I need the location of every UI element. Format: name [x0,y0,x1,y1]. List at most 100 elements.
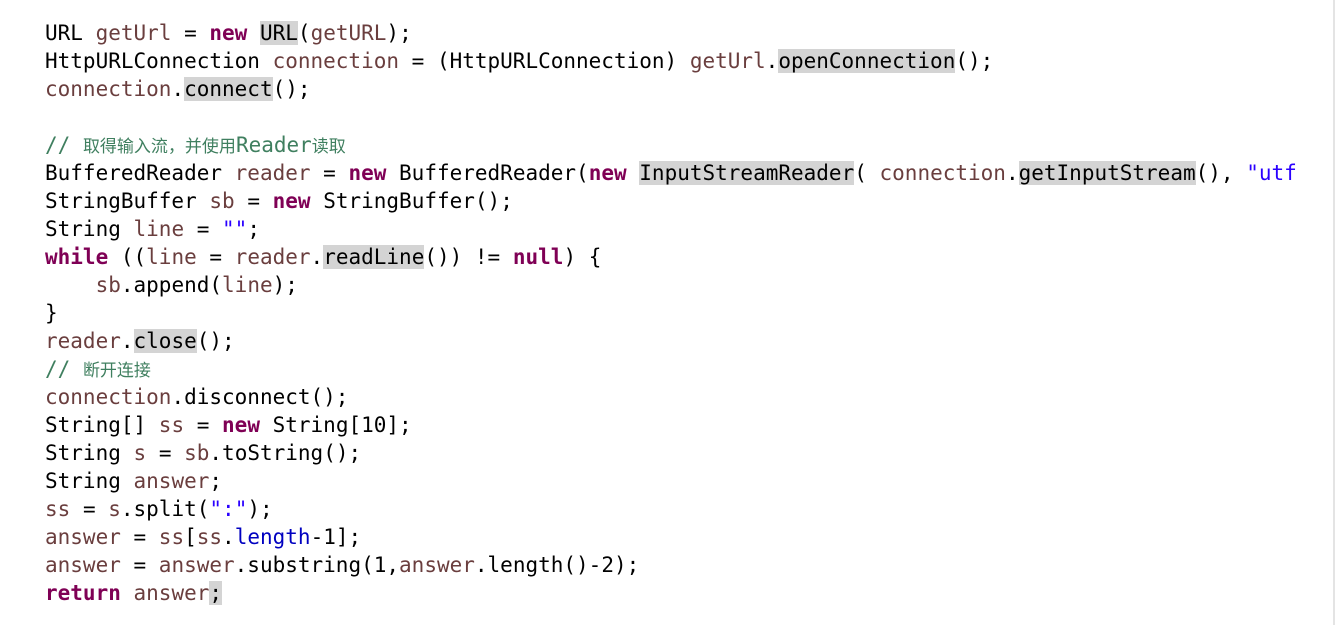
code-token: String[10]; [259,413,412,437]
code-token: ; [209,581,223,605]
code-token: BufferedReader( [386,161,589,185]
code-token: (( [108,245,147,269]
variable-token: connection [45,385,172,409]
code-token: String [45,441,134,465]
code-token: . [120,329,134,353]
code-line[interactable]: BufferedReader reader = new BufferedRead… [45,159,1335,187]
code-token: .toString(); [209,441,362,465]
code-line[interactable]: answer = answer.substring(1,answer.lengt… [45,551,1335,579]
code-token: StringBuffer [45,189,210,213]
comment-token: 断开连接 [82,361,151,381]
code-area[interactable]: URL getUrl = new URL(getURL);HttpURLConn… [45,19,1335,607]
code-token: InputStreamReader [639,161,855,185]
code-line[interactable]: while ((line = reader.readLine()) != nul… [45,243,1335,271]
code-line[interactable]: String[] ss = new String[10]; [45,411,1335,439]
code-token: ()) != [424,245,513,269]
code-token: ) { [563,245,602,269]
code-line[interactable]: // 取得输入流，并使用Reader读取 [45,131,1335,159]
code-token: .split( [120,497,210,521]
code-token: String [45,469,134,493]
code-token: BufferedReader [45,161,235,185]
code-token [45,273,96,297]
code-token: = [171,21,210,45]
variable-token: line [133,217,185,241]
keyword-token: while [45,245,109,269]
editor-right-ruler [1333,0,1335,625]
code-token: . [310,245,324,269]
code-token: } [45,301,58,325]
variable-token: reader [45,329,121,353]
keyword-token: return [45,581,121,605]
code-token: .substring(1, [234,553,400,577]
code-token: ); [272,273,298,297]
string-token: "" [222,217,248,241]
code-line[interactable]: return answer; [45,579,1335,607]
variable-token: ss [45,497,71,521]
code-token: HttpURLConnection [45,49,273,73]
code-token: = [146,441,185,465]
code-token: = [70,497,109,521]
code-line[interactable]: HttpURLConnection connection = (HttpURLC… [45,47,1335,75]
code-token: = [234,189,273,213]
code-token: = [120,553,159,577]
code-line[interactable] [45,103,1335,131]
string-token: "utf [1246,161,1297,185]
variable-token: s [108,497,121,521]
variable-token: ss [158,413,185,437]
code-token: readLine [323,245,425,269]
code-token [627,161,640,185]
variable-token: ss [158,525,185,549]
code-line[interactable]: String answer; [45,467,1335,495]
code-token: . [1005,161,1019,185]
keyword-token: new [222,413,260,437]
code-token: . [765,49,779,73]
code-token: String [45,217,134,241]
code-line[interactable]: URL getUrl = new URL(getURL); [45,19,1335,47]
code-token: connect [184,77,273,101]
keyword-token: null [512,245,564,269]
keyword-token: new [588,161,627,185]
code-token: (); [955,49,994,73]
code-token: String[] [45,413,159,437]
code-token: getInputStream [1018,161,1196,185]
variable-token: connection [879,161,1006,185]
code-line[interactable]: sb.append(line); [45,271,1335,299]
code-line[interactable]: String s = sb.toString(); [45,439,1335,467]
variable-token: line [146,245,197,269]
variable-token: sb [184,441,210,465]
comment-token: 读取 [311,137,346,157]
code-token: . [171,77,185,101]
code-token: ; [209,469,223,493]
variable-token: sb [95,273,121,297]
code-token [247,21,260,45]
code-line[interactable]: StringBuffer sb = new StringBuffer(); [45,187,1335,215]
code-line[interactable]: } [45,299,1335,327]
code-token: = [184,217,223,241]
code-token: = [196,245,235,269]
variable-token: answer [45,525,121,549]
field-token: length [234,525,311,549]
code-token: .append( [120,273,223,297]
comment-token: 取得输入流，并使用 [82,137,236,157]
variable-token: connection [272,49,400,73]
code-token: (); [196,329,235,353]
code-line[interactable]: String line = ""; [45,215,1335,243]
keyword-token: new [348,161,387,185]
code-token: = [184,413,223,437]
comment-token: Reader [235,133,312,157]
code-line[interactable]: ss = s.split(":"); [45,495,1335,523]
code-token: URL [45,21,96,45]
code-token: . [222,525,235,549]
code-line[interactable]: connection.disconnect(); [45,383,1335,411]
code-token: -1]; [310,525,362,549]
comment-token: // [45,357,83,381]
code-line[interactable]: connection.connect(); [45,75,1335,103]
code-token [121,581,134,605]
code-line[interactable]: // 断开连接 [45,355,1335,383]
variable-token: reader [234,161,311,185]
code-line[interactable]: answer = ss[ss.length-1]; [45,523,1335,551]
code-line[interactable]: reader.close(); [45,327,1335,355]
variable-token: connection [45,77,172,101]
variable-token: s [133,441,147,465]
